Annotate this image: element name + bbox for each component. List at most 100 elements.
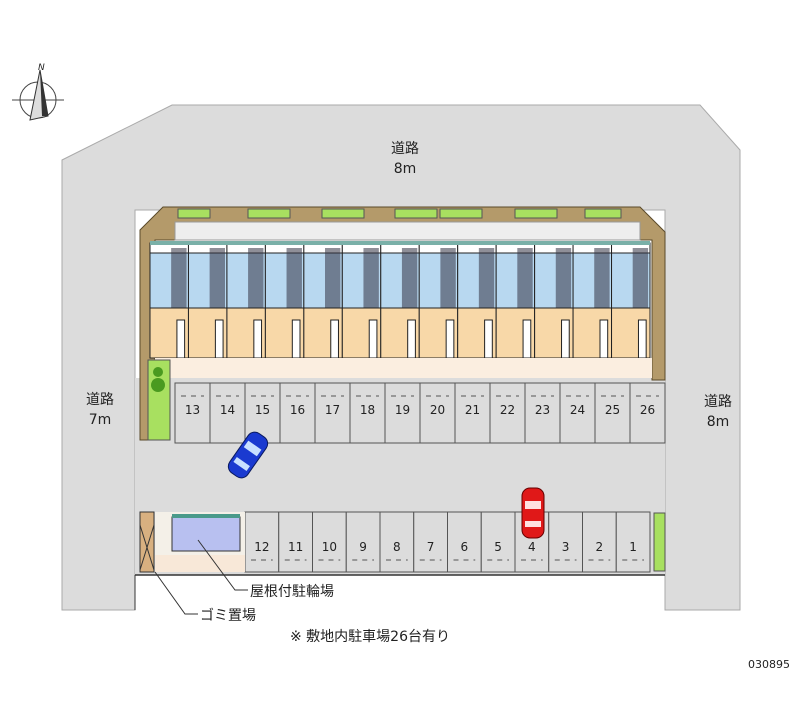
parking-number: 5 [494,540,502,554]
parking-space: 17 [314,382,351,444]
unit-fixtures [401,248,418,308]
parking-number: 20 [430,403,445,417]
road-top-label: 道路 [391,141,419,157]
shrub-icon [151,378,165,392]
parking-space: 25 [594,382,631,444]
parking-space: 2 [582,511,617,573]
unit-fixtures [594,248,610,308]
parking-space-outline [559,382,596,444]
walkway [155,358,652,378]
parking-number: 14 [220,403,235,417]
bike-shelter-pad-strip [155,555,245,572]
hedge [394,208,438,219]
parking-space: 10 [312,511,347,573]
garbage-area [139,511,155,573]
garbage-area-cross [139,524,155,571]
car-red-icon [521,487,545,539]
parking-space-outline [314,382,351,444]
parking-space-outline [615,511,651,573]
parking-space-outline [244,511,280,573]
parking-space: 7 [413,511,448,573]
parking-number: 9 [359,540,367,554]
hedge [514,208,558,219]
car-blue-icon [227,431,269,479]
road-area [61,104,741,611]
parking-number: 18 [360,403,375,417]
parking-space-outline [174,382,211,444]
unit-fixtures [171,248,187,308]
unit-fixtures [325,248,341,308]
parking-space-outline [278,511,313,573]
bike-shelter-roof [172,514,240,518]
unit-stairs [445,319,455,359]
north-arrow-icon: N [12,63,64,121]
apartment-unit [149,242,189,359]
hedge [247,208,291,219]
hedge [439,208,483,219]
parking-number: 1 [629,540,637,554]
parking-number: 26 [640,403,655,417]
parking-number: 19 [395,403,410,417]
unit-fixtures [209,248,225,308]
apartment-unit [495,242,536,359]
apartment-unit [418,242,459,359]
hedge [177,208,211,219]
parking-space: 20 [419,382,456,444]
parking-number: 13 [185,403,200,417]
parking-space: 3 [548,511,583,573]
parking-space: 13 [174,382,211,444]
parking-space-outline [279,382,316,444]
parking-number: 17 [325,403,340,417]
parking-space-outline [447,511,482,573]
parking-space-outline [312,511,347,573]
apartment-unit [572,242,613,359]
unit-fixtures [478,248,495,308]
parking-space: 23 [524,382,561,444]
garbage-label: ゴミ置場 [200,607,256,624]
parking-space: 16 [279,382,316,444]
parking-number: 11 [288,540,303,554]
unit-fixtures [363,248,379,308]
unit-stairs [599,319,609,359]
parking-number: 4 [528,540,536,554]
shrub-icon [153,367,163,377]
parking-space: 8 [379,511,415,573]
road-top-width: 8m [394,161,417,177]
parking-number: 15 [255,403,270,417]
apartment-unit [611,242,651,359]
parking-number: 10 [322,540,337,554]
road-right-label: 道路 [704,394,732,410]
parking-number: 21 [465,403,480,417]
planter-right [653,512,666,572]
unit-fixtures [517,248,533,308]
unit-fixtures [440,248,456,308]
unit-stairs [330,319,339,359]
parking-number: 2 [596,540,604,554]
parking-space-outline [384,382,421,444]
unit-stairs [291,319,301,359]
apartment-unit [303,242,343,359]
parking-number: 3 [562,540,570,554]
parking-space: 14 [209,382,246,444]
road-right-width: 8m [707,414,730,430]
parking-space-outline [209,382,246,444]
road-left-width: 7m [89,412,112,428]
apartment-unit [187,242,228,359]
parking-space: 9 [345,511,381,573]
unit-stairs [561,319,570,359]
parking-space: 1 [615,511,651,573]
parking-number: 22 [500,403,515,417]
bike-shelter-label: 屋根付駐輪場 [250,583,334,600]
parking-space-outline [582,511,617,573]
road-left-label: 道路 [86,392,114,408]
parking-space-outline [379,511,415,573]
unit-stairs [637,319,647,359]
garbage-leader-line [154,571,198,615]
parking-space-outline [349,382,386,444]
bike-shelter [171,516,241,552]
parking-note: ※ 敷地内駐車場26台有り [290,628,450,645]
parking-space-outline [413,511,448,573]
